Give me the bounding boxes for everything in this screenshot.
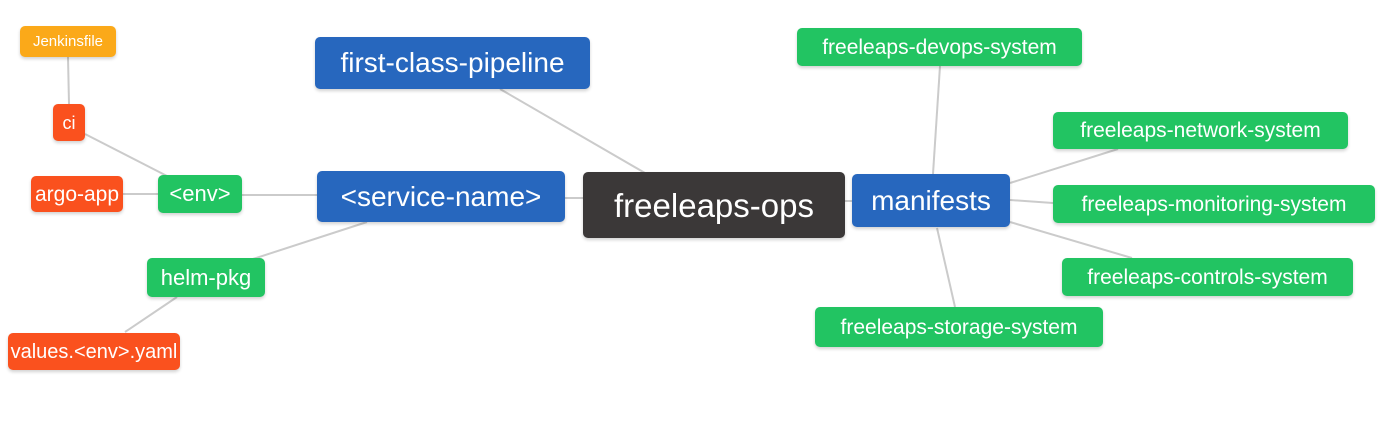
node-freeleaps-controls-system[interactable]: freeleaps-controls-system [1062, 258, 1353, 296]
edge-manifests-freeleaps-monitoring-system [1009, 199, 1054, 204]
edge-manifests-freeleaps-storage-system [936, 227, 956, 308]
node-jenkinsfile[interactable]: Jenkinsfile [20, 26, 116, 57]
node-freeleaps-storage-system[interactable]: freeleaps-storage-system [815, 307, 1103, 347]
edge-first-class-pipeline-freeleaps-ops [499, 88, 646, 174]
edge-manifests-freeleaps-controls-system [1009, 221, 1133, 259]
node-service-name[interactable]: <service-name> [317, 171, 565, 222]
node-env[interactable]: <env> [158, 175, 242, 213]
edge-helm-pkg-service-name [252, 221, 368, 260]
edge-freeleaps-devops-system-manifests [932, 65, 941, 175]
node-freeleaps-devops-system[interactable]: freeleaps-devops-system [797, 28, 1082, 66]
node-freeleaps-monitoring-system[interactable]: freeleaps-monitoring-system [1053, 185, 1375, 223]
node-ci[interactable]: ci [53, 104, 85, 141]
node-freeleaps-network-system[interactable]: freeleaps-network-system [1053, 112, 1348, 149]
edge-values-env-yaml-helm-pkg [124, 296, 178, 333]
edge-jenkinsfile-ci [67, 56, 70, 105]
node-freeleaps-ops[interactable]: freeleaps-ops [583, 172, 845, 238]
node-argo-app[interactable]: argo-app [31, 176, 123, 212]
edge-ci-env [84, 133, 168, 177]
node-manifests[interactable]: manifests [852, 174, 1010, 227]
node-values-env-yaml[interactable]: values.<env>.yaml [8, 333, 180, 370]
edge-manifests-freeleaps-network-system [1009, 148, 1119, 184]
node-helm-pkg[interactable]: helm-pkg [147, 258, 265, 297]
node-first-class-pipeline[interactable]: first-class-pipeline [315, 37, 590, 89]
